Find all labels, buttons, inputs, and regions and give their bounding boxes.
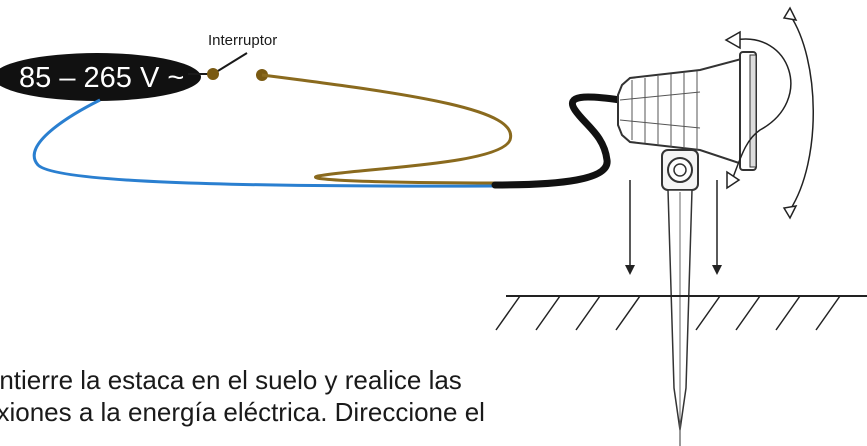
down-arrow-left-head bbox=[625, 265, 635, 275]
lamp-ridge bbox=[619, 91, 701, 101]
instruction-line-2: exiones a la energía eléctrica. Direccio… bbox=[0, 397, 485, 427]
instruction-line-1: Entierre la estaca en el suelo y realice… bbox=[0, 365, 462, 395]
rotation-arrows bbox=[724, 6, 814, 220]
voltage-label: 85 – 265 V ~ bbox=[19, 62, 184, 94]
rotate-arc-outer bbox=[789, 14, 814, 211]
lamp-ridge bbox=[619, 119, 701, 129]
tilt-arrowhead-bottom bbox=[726, 170, 741, 190]
power-source: 85 – 265 V ~ bbox=[0, 53, 201, 101]
instruction-text: Entierre la estaca en el suelo y realice… bbox=[0, 364, 662, 428]
insert-arrows bbox=[625, 180, 722, 275]
ground-hatch bbox=[735, 295, 761, 331]
ground-surface bbox=[495, 295, 867, 331]
ground-hatch bbox=[695, 295, 721, 331]
ground-hatch bbox=[615, 295, 641, 331]
switch-pivot-node bbox=[207, 68, 219, 80]
power-source-badge bbox=[0, 53, 201, 101]
ground-hatch bbox=[495, 295, 521, 331]
tilt-arrowhead-top bbox=[724, 30, 741, 50]
power-cable bbox=[491, 93, 624, 189]
ground-hatch bbox=[575, 295, 601, 331]
live-wire bbox=[261, 73, 513, 185]
ground-stake bbox=[667, 189, 693, 446]
mount-bracket bbox=[661, 149, 699, 191]
neutral-wire bbox=[32, 98, 496, 188]
lamp-housing bbox=[617, 56, 746, 167]
rotate-arrowhead-top bbox=[782, 6, 798, 21]
switch-lever bbox=[212, 52, 248, 75]
tilt-arc bbox=[731, 38, 792, 181]
adjust-knob-center bbox=[673, 163, 687, 177]
rotate-arrowhead-bottom bbox=[782, 205, 798, 220]
switch-label: Interruptor bbox=[208, 32, 277, 49]
switch: Interruptor bbox=[188, 32, 277, 81]
down-arrow-right-head bbox=[712, 265, 722, 275]
ground-hatch bbox=[815, 295, 841, 331]
lamp-lens bbox=[749, 54, 757, 168]
ground-hatch bbox=[775, 295, 801, 331]
spotlight-lamp bbox=[617, 51, 757, 171]
ground-hatch bbox=[535, 295, 561, 331]
